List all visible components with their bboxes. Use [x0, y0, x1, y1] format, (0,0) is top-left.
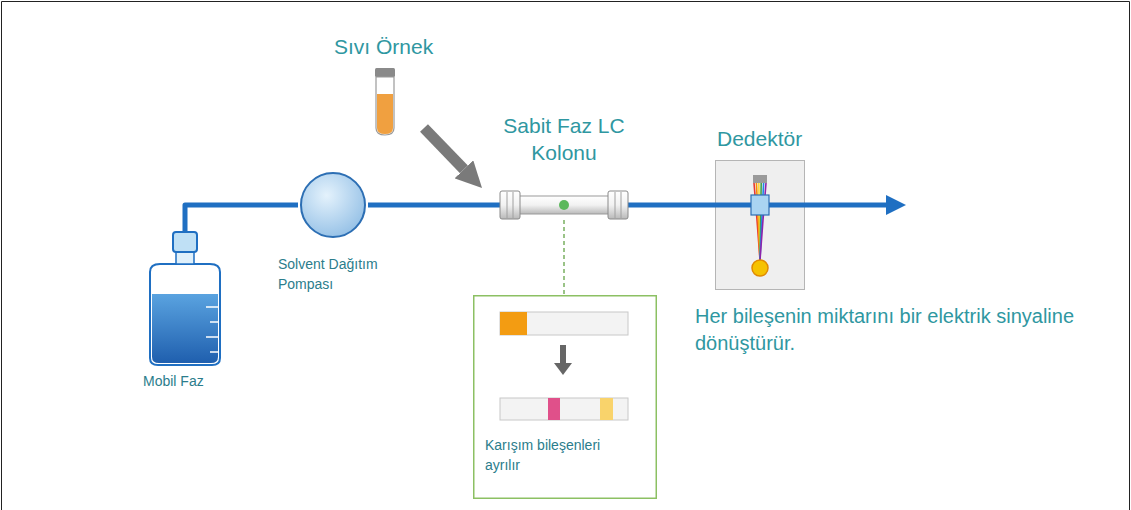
injection-arrow — [424, 128, 464, 169]
graduation — [206, 306, 218, 308]
mobile-phase-bottle-shape — [140, 232, 230, 367]
zoom-leader — [563, 220, 565, 295]
separated-band — [600, 398, 613, 420]
mobile-phase-liquid — [152, 294, 218, 363]
sample-vial: Sıvı Örnek — [372, 68, 398, 136]
detector-box-shape — [715, 160, 805, 290]
inset-frame — [474, 296, 657, 499]
column-fitting — [608, 191, 628, 219]
solvent-pipe — [628, 203, 715, 208]
inset-caption: Karışım bileşenleri ayrılır — [485, 435, 635, 475]
mixed-band — [500, 312, 527, 335]
pump-body — [301, 173, 365, 237]
fitting-ridge — [615, 192, 616, 218]
sample-vial-shape — [372, 68, 398, 136]
fitting-ridge — [513, 192, 514, 218]
vial-cap — [375, 68, 395, 77]
pump-label: Solvent Dağıtım Pompası — [278, 254, 406, 294]
detector-housing — [716, 161, 805, 290]
pump-circle: Solvent Dağıtım Pompası — [298, 170, 368, 240]
detector-box: Dedektör — [715, 160, 805, 290]
graduation — [206, 336, 218, 338]
detector-note: Her bileşenin miktarını bir elektrik sin… — [695, 303, 1105, 357]
light-sensor — [752, 260, 768, 276]
flow-cell — [751, 195, 769, 215]
detector-label: Dedektör — [717, 126, 802, 152]
column-label: Sabit Faz LC Kolonu — [503, 112, 625, 166]
column-fitting — [500, 191, 520, 219]
vial-label: Sıvı Örnek — [334, 34, 433, 60]
pump-circle-shape — [298, 170, 368, 240]
band-before — [500, 312, 628, 335]
fitting-ridge — [621, 192, 622, 218]
band-after — [500, 398, 628, 420]
zoom-dot — [559, 200, 569, 210]
graduation — [210, 351, 218, 353]
sample-liquid — [377, 94, 393, 134]
graduation — [210, 321, 218, 323]
lamp-cap — [753, 175, 767, 183]
separation-inset: Karışım bileşenleri ayrılır — [473, 295, 657, 499]
mobile-phase-bottle: Mobil Faz — [140, 232, 230, 367]
down-arrow-head — [554, 363, 572, 375]
bottle-body — [150, 264, 220, 365]
solvent-pipe — [185, 205, 298, 232]
fitting-ridge — [507, 192, 508, 218]
column-body — [518, 196, 610, 214]
lc-column-shape — [500, 190, 628, 220]
solvent-pipe — [368, 203, 500, 208]
bottle-label: Mobil Faz — [143, 372, 204, 390]
lc-column: Sabit Faz LC Kolonu — [500, 190, 628, 220]
outflow-pipe — [804, 203, 890, 208]
down-arrow-shaft — [560, 345, 566, 365]
bottle-cap — [173, 232, 197, 252]
outflow-arrowhead — [886, 195, 906, 215]
vial-glass — [376, 77, 394, 135]
separated-band — [548, 398, 560, 420]
